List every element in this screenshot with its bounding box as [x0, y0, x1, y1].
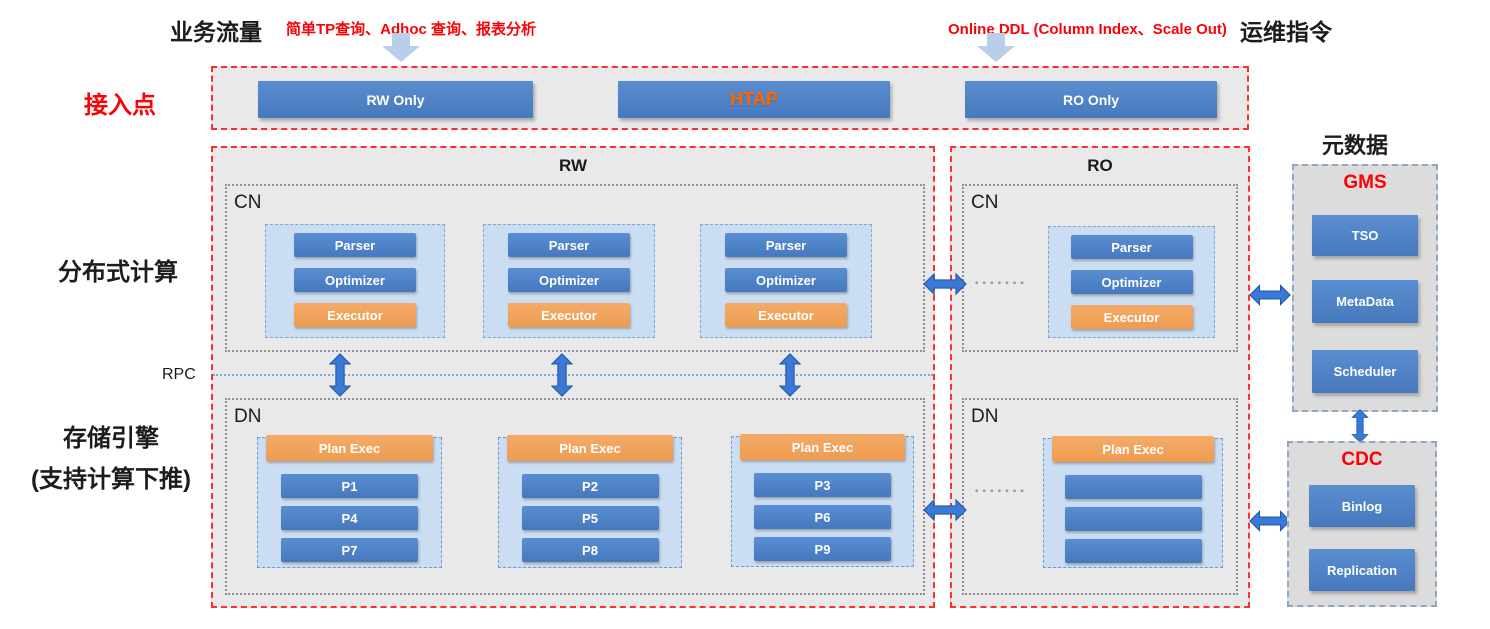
- tso-node: TSO: [1312, 215, 1418, 256]
- optimizer-bar: Optimizer: [725, 268, 847, 292]
- ro-title: RO: [1087, 156, 1113, 175]
- partition-bar: P2: [521, 474, 659, 498]
- ro-only-node: RO Only: [965, 81, 1217, 118]
- storage-engine-line1: 存储引擎: [63, 425, 159, 452]
- dn-node-stack: Plan Exec P3 P6 P9: [715, 434, 914, 588]
- partition-bar: P5: [521, 506, 659, 530]
- metadata-heading: 元数据: [1322, 133, 1389, 158]
- partition-bar: P9: [754, 537, 891, 561]
- partition-bar: P8: [521, 538, 659, 562]
- rw-dn-label: DN: [234, 406, 262, 427]
- storage-engine-line2: (支持计算下推): [31, 466, 191, 493]
- rw-cn-box: [225, 184, 925, 352]
- plan-exec-bar: Plan Exec: [740, 434, 905, 460]
- executor-bar: Executor: [294, 303, 416, 327]
- partition-bar: P3: [754, 473, 891, 497]
- cn-node: Parser Optimizer Executor: [265, 224, 445, 338]
- business-traffic-label: 业务流量: [170, 19, 262, 45]
- access-point-label: 接入点: [84, 92, 156, 119]
- distributed-compute-label: 分布式计算: [58, 259, 178, 286]
- ro-cdc-double-arrow-icon: [1249, 510, 1291, 532]
- ddl-down-arrow-icon: [977, 33, 1015, 62]
- partition-bar: P6: [754, 505, 891, 529]
- tp-query-note: 简单TP查询、Adhoc 查询、报表分析: [286, 21, 536, 38]
- parser-bar: Parser: [1070, 235, 1193, 259]
- rw-ro-dn-double-arrow-icon: [923, 498, 967, 522]
- cdc-title: CDC: [1341, 449, 1383, 470]
- scheduler-node: Scheduler: [1312, 350, 1418, 393]
- parser-bar: Parser: [294, 233, 416, 257]
- optimizer-bar: Optimizer: [294, 268, 416, 292]
- cn-node: Parser Optimizer Executor: [700, 224, 872, 338]
- partition-bar: P7: [281, 538, 418, 562]
- traffic-down-arrow-icon: [382, 33, 420, 62]
- cn-dn-double-arrow-icon: [779, 353, 801, 397]
- plan-exec-bar: Plan Exec: [266, 435, 433, 461]
- dn-node-stack: Plan Exec P1 P4 P7: [241, 435, 442, 589]
- cn-node: Parser Optimizer Executor: [1048, 226, 1215, 338]
- optimizer-bar: Optimizer: [1070, 270, 1193, 294]
- online-ddl-note: Online DDL (Column Index、Scale Out): [948, 21, 1227, 38]
- ro-cn-ellipsis: ▪▪▪▪▪▪▪: [975, 278, 1028, 289]
- plan-exec-bar: Plan Exec: [507, 435, 673, 461]
- htap-node: HTAP: [618, 81, 890, 118]
- executor-bar: Executor: [725, 303, 847, 327]
- partition-bar-blank: [1064, 539, 1202, 563]
- rw-ro-cn-double-arrow-icon: [923, 272, 967, 296]
- optimizer-bar: Optimizer: [508, 268, 630, 292]
- executor-bar: Executor: [508, 303, 630, 327]
- binlog-node: Binlog: [1309, 485, 1415, 527]
- ro-gms-double-arrow-icon: [1249, 284, 1291, 306]
- partition-bar-blank: [1064, 507, 1202, 531]
- cn-node: Parser Optimizer Executor: [483, 224, 655, 338]
- ops-command-label: 运维指令: [1240, 19, 1332, 45]
- executor-bar: Executor: [1070, 305, 1193, 329]
- dn-node: Plan Exec: [1043, 436, 1223, 568]
- rpc-label: RPC: [162, 366, 196, 383]
- rpc-line: [213, 374, 933, 376]
- replication-node: Replication: [1309, 549, 1415, 591]
- rw-cn-label: CN: [234, 192, 262, 213]
- gms-cdc-double-arrow-icon: [1351, 409, 1369, 443]
- rw-only-node: RW Only: [258, 81, 533, 118]
- cn-dn-double-arrow-icon: [329, 353, 351, 397]
- dn-node-stack: Plan Exec P2 P5 P8: [482, 435, 682, 589]
- rw-dn-box: [225, 398, 925, 595]
- metadata-node: MetaData: [1312, 280, 1418, 323]
- ro-dn-label: DN: [971, 406, 999, 427]
- plan-exec-bar: Plan Exec: [1052, 436, 1214, 462]
- partition-bar: P4: [281, 506, 418, 530]
- ro-cn-label: CN: [971, 192, 999, 213]
- partition-bar: P1: [281, 474, 418, 498]
- cn-dn-double-arrow-icon: [551, 353, 573, 397]
- ro-cn-box: [962, 184, 1238, 352]
- storage-engine-label: 存储引擎 (支持计算下推): [0, 418, 222, 494]
- rw-title: RW: [558, 156, 587, 175]
- partition-bar-blank: [1064, 475, 1202, 499]
- parser-bar: Parser: [508, 233, 630, 257]
- ro-dn-box: [962, 398, 1238, 595]
- ro-dn-ellipsis: ▪▪▪▪▪▪▪: [975, 486, 1028, 497]
- parser-bar: Parser: [725, 233, 847, 257]
- gms-title: GMS: [1343, 172, 1387, 193]
